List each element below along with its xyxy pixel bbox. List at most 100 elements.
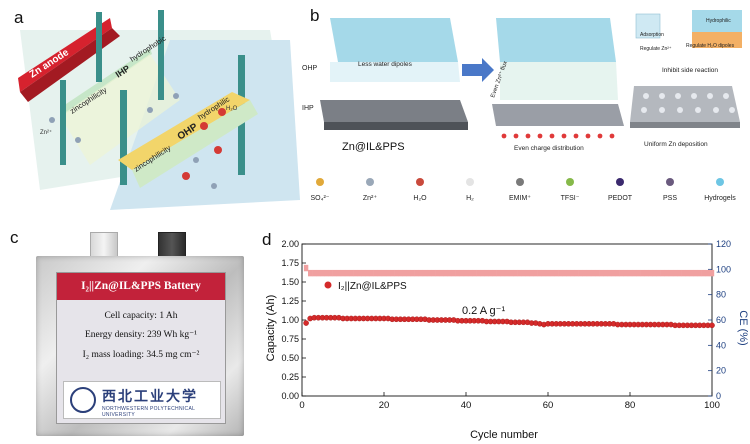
legend-swatch-7: [666, 178, 674, 186]
panel-d-label: d: [262, 230, 272, 249]
y-tick-label: 0.25: [281, 372, 299, 382]
panel-a-schematic: Zn anode zincophilicity IHP hydrophobic …: [18, 10, 300, 210]
ce-point: [492, 269, 497, 277]
legend-swatch-4: [516, 178, 524, 186]
ce-point: [340, 269, 346, 277]
y-tick-label: 1.50: [281, 277, 299, 287]
ce-point: [308, 269, 313, 277]
ce-point: [361, 269, 366, 277]
ce-point: [365, 269, 370, 277]
x-tick-label: 40: [461, 400, 472, 411]
ce-point: [381, 269, 387, 277]
adsorption-text: Adsorption: [640, 32, 664, 38]
ce-point: [508, 269, 514, 277]
ce-point: [410, 269, 415, 277]
ce-point: [603, 269, 608, 277]
ce-point: [414, 269, 419, 277]
ce-point: [328, 269, 333, 277]
ce-point: [418, 269, 424, 277]
ce-point: [320, 269, 325, 277]
legend-text-1: Zn²⁺: [363, 195, 378, 202]
ce-point: [636, 269, 641, 277]
legend-text-2: H₂O: [413, 195, 427, 202]
y-tick-label: 1.25: [281, 296, 299, 306]
ce-point: [459, 269, 465, 277]
zn-ion-label: Zn²⁺: [40, 129, 52, 136]
legend-swatch-0: [316, 178, 324, 186]
ce-point: [574, 269, 579, 277]
ion-markers: [49, 93, 226, 189]
legend-text-5: TFSI⁻: [561, 195, 580, 202]
y-tick-label: 1.00: [281, 315, 299, 325]
ce-point: [566, 269, 571, 277]
legend-swatch-6: [616, 178, 624, 186]
ce-point: [316, 269, 321, 277]
panel-b-schematic: Less water dipoles OHP IHP Zn@IL&PPS Eve…: [302, 10, 742, 202]
legend-text-7: PSS: [663, 195, 677, 202]
ce-point: [668, 269, 674, 277]
ce-point: [369, 269, 374, 277]
ce-point: [431, 269, 436, 277]
ce-point: [435, 269, 440, 277]
ce-point: [344, 269, 350, 277]
ce-point: [656, 269, 661, 277]
ce-point: [595, 269, 600, 277]
ce-point: [644, 269, 649, 277]
y2-tick-label: 80: [716, 290, 726, 300]
y-tick-label: 0.00: [281, 391, 299, 401]
current-density-annotation: 0.2 A g⁻¹: [462, 305, 505, 317]
h2o-label: H₂O: [226, 106, 238, 112]
ce-point: [373, 269, 378, 277]
panel-b-label: b: [310, 6, 320, 25]
ce-point: [697, 269, 702, 277]
panel-b: b Less water dipoles OHP IHP Zn@IL&PPS E…: [300, 0, 750, 222]
ce-point: [463, 269, 469, 277]
battery-photo: I₂||Zn@IL&PPS Battery Cell capacity: 1 A…: [30, 232, 248, 438]
capacity-point: [303, 320, 309, 326]
legend-label: I₂||Zn@IL&PPS: [338, 281, 407, 292]
ohp-layer: [118, 92, 250, 170]
ce-point: [685, 269, 690, 277]
inhibit-text: Inhibit side reaction: [662, 67, 718, 74]
ce-point: [562, 269, 567, 277]
x-tick-label: 100: [704, 400, 720, 411]
legend-swatch-5: [566, 178, 574, 186]
ce-point: [529, 269, 534, 277]
chart-series: [303, 264, 715, 329]
ce-point: [619, 269, 624, 277]
ce-point: [689, 269, 694, 277]
ce-point: [611, 269, 616, 277]
y2-tick-label: 100: [716, 264, 731, 274]
panel-a-label: a: [14, 8, 24, 27]
legend-text-8: Hydrogels: [704, 195, 736, 202]
battery-label-card: I₂||Zn@IL&PPS Battery Cell capacity: 1 A…: [56, 272, 226, 424]
battery-title: I₂||Zn@IL&PPS Battery: [57, 273, 225, 300]
x-tick-label: 80: [625, 400, 636, 411]
ce-point: [599, 269, 604, 277]
ce-point: [677, 269, 682, 277]
legend-text-6: PEDOT: [608, 195, 633, 202]
even-charge-text: Even charge distribution: [514, 145, 584, 152]
ce-point: [385, 269, 391, 277]
regulate-h2o-text: Regulate H₂O dipoles: [686, 43, 735, 49]
ce-point: [402, 269, 407, 277]
ce-point: [578, 269, 583, 277]
ce-point: [422, 269, 428, 277]
ce-point: [472, 269, 477, 277]
legend-text-4: EMIM⁺: [509, 195, 531, 202]
ce-point: [545, 269, 551, 277]
legend-swatch-8: [716, 178, 724, 186]
ce-point: [451, 269, 456, 277]
y-tick-label: 1.75: [281, 258, 299, 268]
ce-point: [513, 269, 518, 277]
ce-point: [627, 269, 633, 277]
ce-point: [406, 269, 411, 277]
ce-point: [480, 269, 485, 277]
zn-il-pps-text: Zn@IL&PPS: [342, 141, 405, 153]
ce-point: [537, 269, 542, 277]
ce-point: [447, 269, 452, 277]
ce-point: [455, 269, 460, 277]
